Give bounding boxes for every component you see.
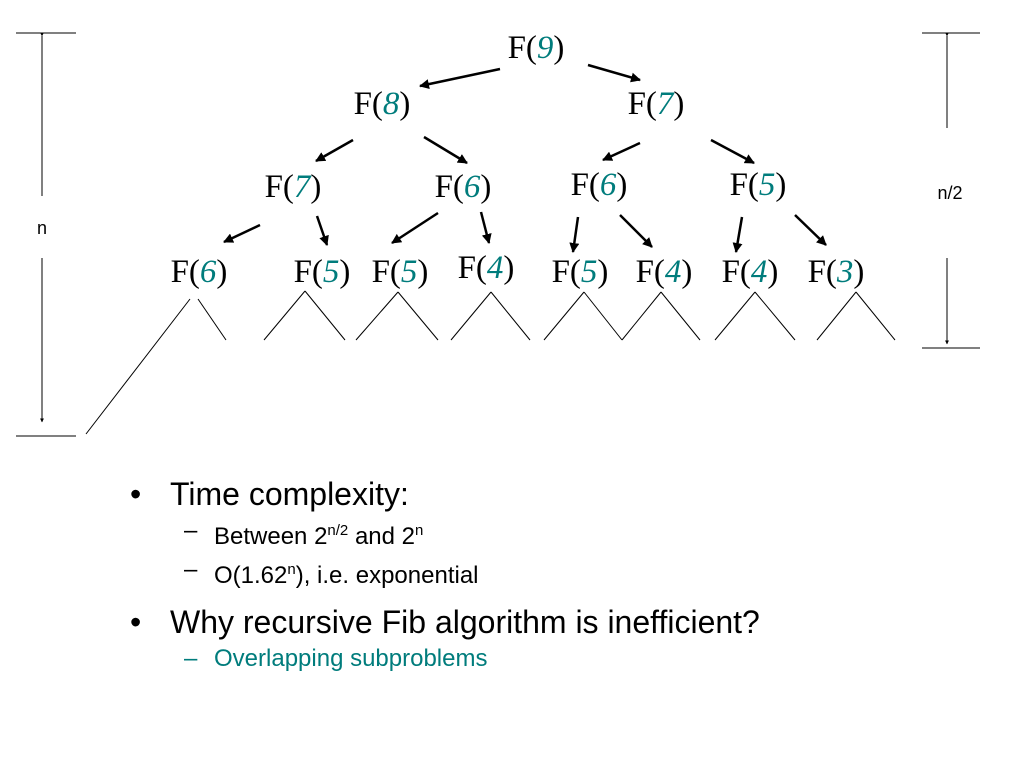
node-l2-0: F(7)	[265, 169, 322, 205]
tree-nodes: F(9) F(8) F(7) F(7) F(6) F(6) F(5) F(6) …	[171, 30, 865, 290]
sub-bullet-between: –Between 2n/2 and 2n	[130, 514, 990, 553]
node-l3-3: F(4)	[458, 250, 515, 286]
node-l0-0: F(9)	[508, 30, 565, 66]
dash-marker: –	[184, 517, 198, 544]
edge-7-5	[710, 138, 755, 165]
node-l2-1: F(6)	[435, 169, 492, 205]
bullet-marker: •	[130, 604, 142, 640]
node-l3-1: F(5)	[294, 254, 351, 290]
dash-marker: –	[184, 645, 198, 672]
dimension-left: n	[16, 32, 76, 437]
node-l3-5: F(4)	[636, 254, 693, 290]
edge-9-7	[587, 63, 641, 83]
edge-7-6	[602, 141, 641, 162]
node-l3-0: F(6)	[171, 254, 228, 290]
node-l1-1: F(7)	[628, 86, 685, 122]
edge-6-4	[479, 211, 492, 244]
sub-bullet-overlapping: –Overlapping subproblems	[130, 642, 990, 675]
dimension-label-n-half: n/2	[937, 183, 962, 203]
node-l3-2: F(5)	[372, 254, 429, 290]
edge-9-8	[419, 67, 501, 90]
sub-bullet-big-o: –O(1.62n), i.e. exponential	[130, 553, 990, 592]
bullet-time-complexity: •Time complexity:	[130, 476, 409, 512]
node-l3-4: F(5)	[552, 254, 609, 290]
dimension-label-n: n	[37, 218, 47, 238]
node-l2-3: F(5)	[730, 167, 787, 203]
edge-8-6	[423, 135, 468, 165]
node-l1-0: F(8)	[354, 86, 411, 122]
edge-5-4	[732, 216, 744, 253]
edge-6-5c	[569, 216, 580, 253]
tree-edges	[223, 63, 827, 253]
bullet-list: •Time complexity: –Between 2n/2 and 2n –…	[130, 474, 990, 675]
node-l2-2: F(6)	[571, 167, 628, 203]
bullet-why-inefficient: •Why recursive Fib algorithm is ineffici…	[130, 604, 760, 640]
edge-6-5	[391, 211, 439, 245]
edge-5-3	[794, 214, 827, 246]
dash-marker: –	[184, 556, 198, 583]
edge-6-4c	[619, 214, 653, 248]
bullet-marker: •	[130, 476, 142, 512]
node-l3-7: F(3)	[808, 254, 865, 290]
edge-7-6b	[223, 223, 261, 244]
edge-7-5b	[315, 215, 329, 246]
fibonacci-recursion-tree: F(9) F(8) F(7) F(7) F(6) F(6) F(5) F(6) …	[16, 30, 980, 437]
node-l3-6: F(4)	[722, 254, 779, 290]
subtree-lines	[85, 290, 896, 435]
edge-8-7	[315, 138, 354, 163]
dimension-right: n/2	[922, 32, 980, 349]
